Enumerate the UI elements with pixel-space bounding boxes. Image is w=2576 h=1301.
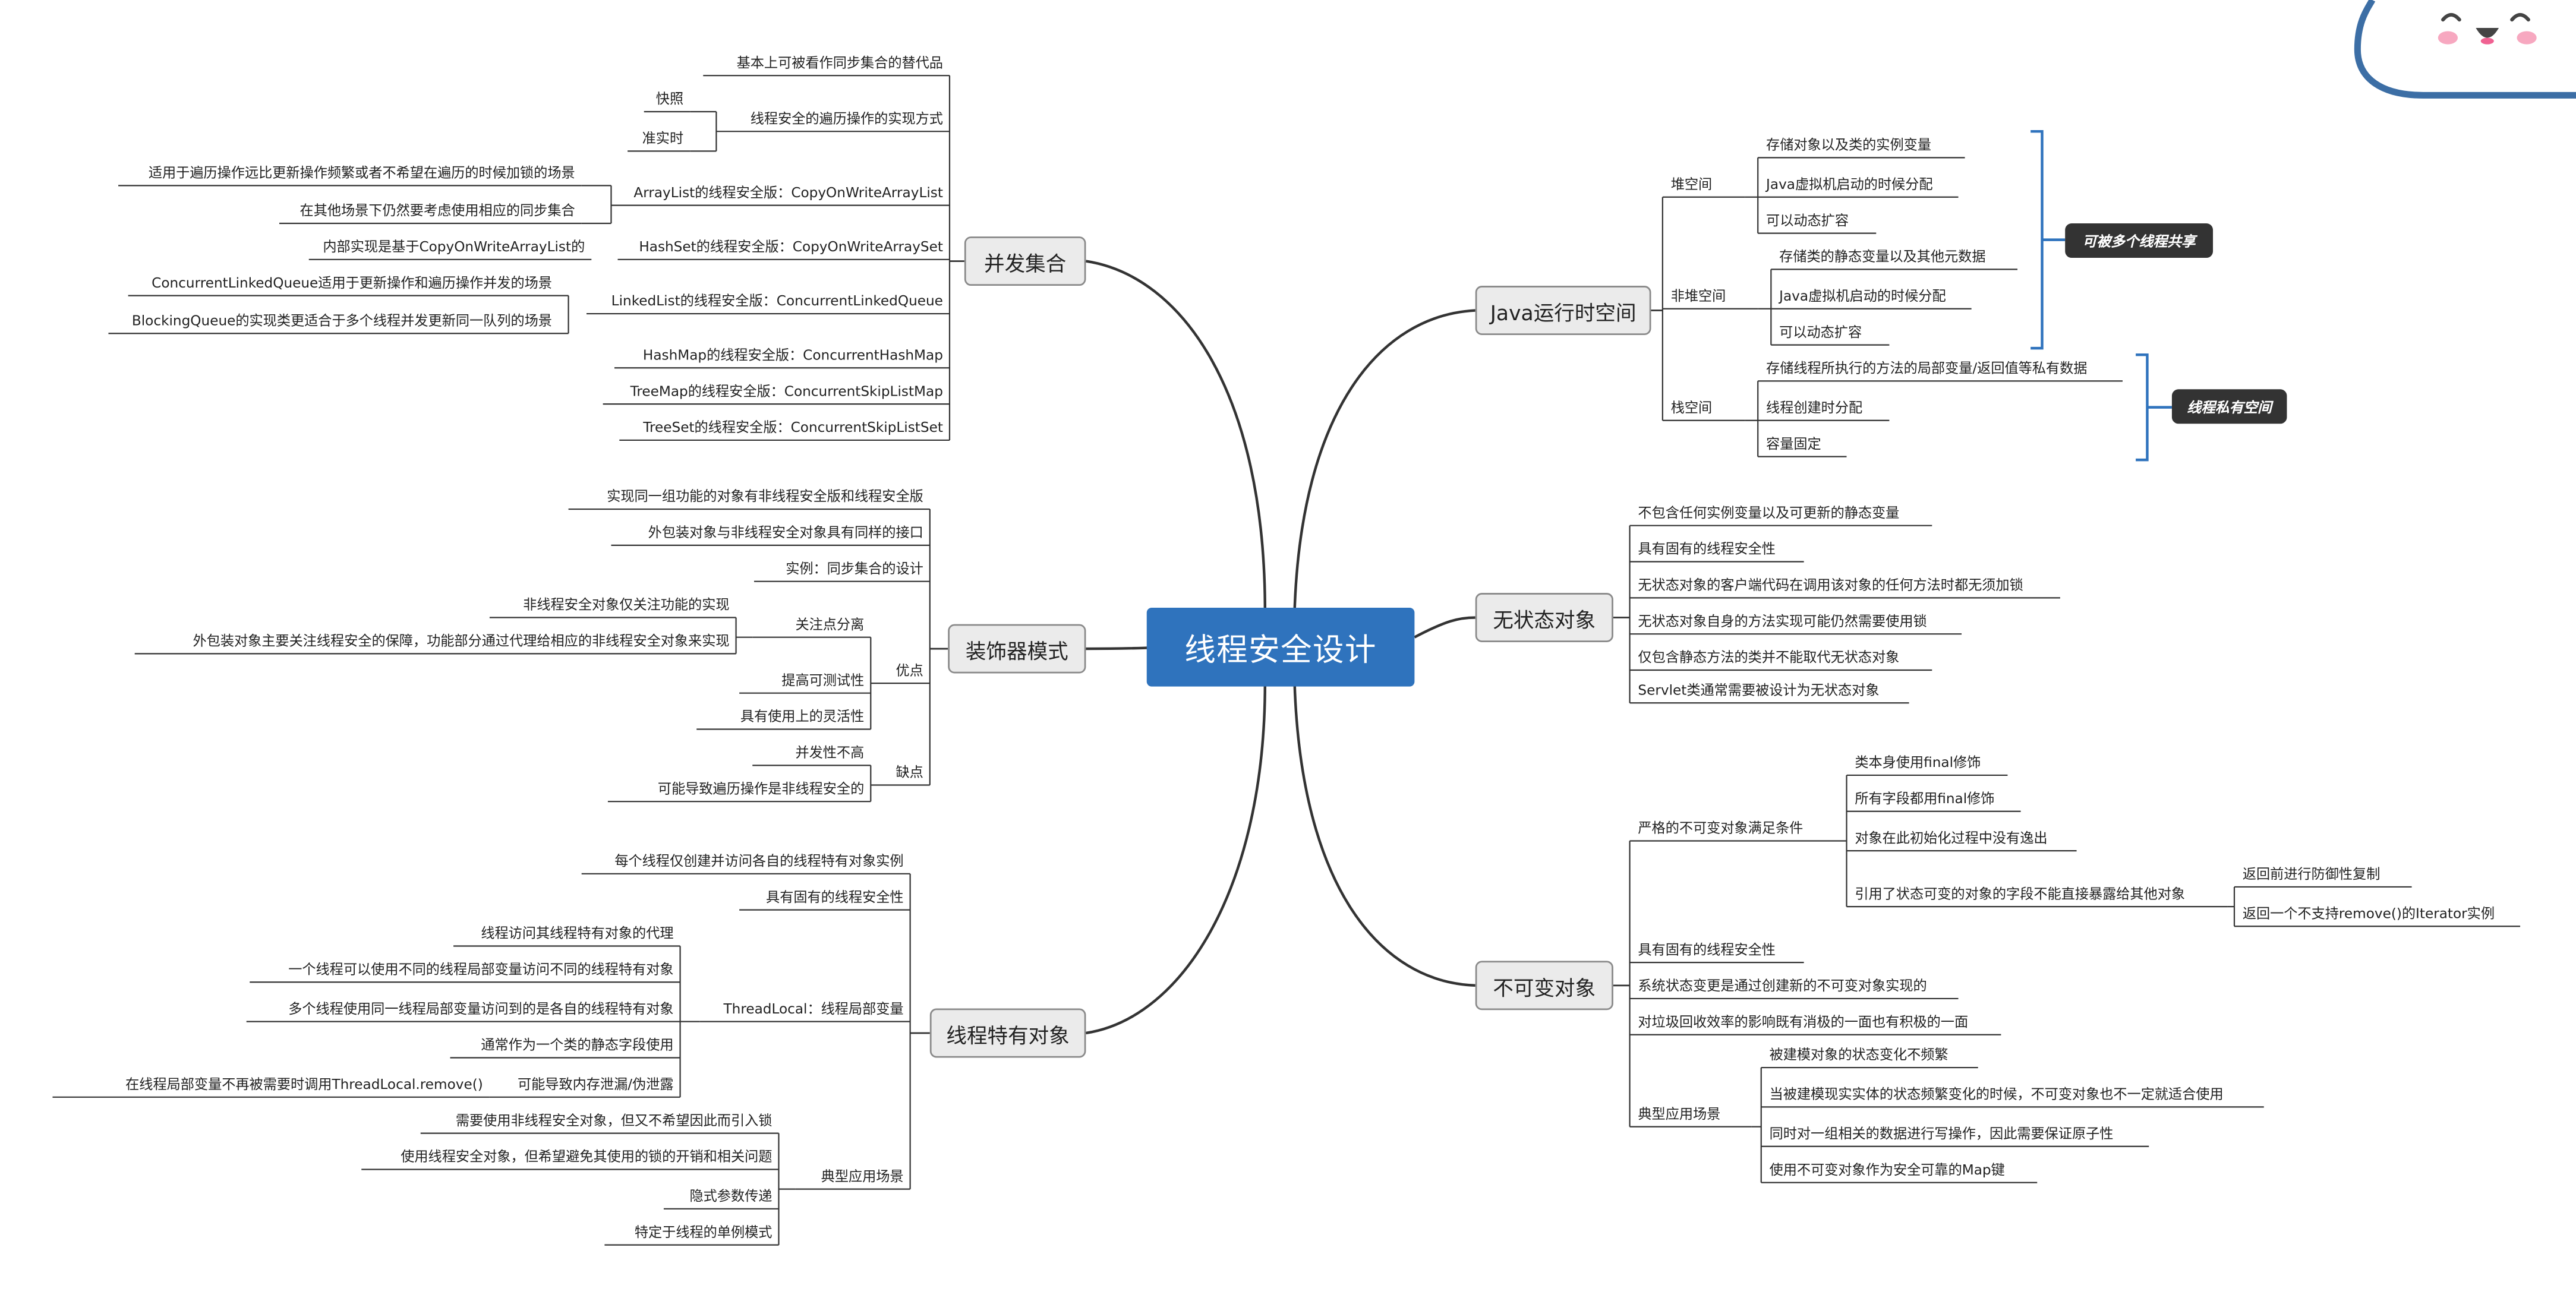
branch-connector <box>1414 616 1475 639</box>
topic-label[interactable]: 并发性不高 <box>795 744 865 761</box>
topic-label[interactable]: 准实时 <box>642 130 684 147</box>
topic-label[interactable]: 容量固定 <box>1766 435 1821 452</box>
topic-label[interactable]: 外包装对象与非线程安全对象具有同样的接口 <box>648 523 923 541</box>
topic-label[interactable]: 使用不可变对象作为安全可靠的Map键 <box>1769 1161 2005 1178</box>
branch-connector <box>1293 309 1475 611</box>
topic-label[interactable]: 关注点分离 <box>795 615 865 633</box>
topic-label[interactable]: 系统状态变更是通过创建新的不可变对象实现的 <box>1638 977 1927 994</box>
topic-label[interactable]: 存储类的静态变量以及其他元数据 <box>1779 248 1986 265</box>
branch-immutable-object[interactable]: 不可变对象 <box>1475 961 1613 1011</box>
topic-label[interactable]: 非堆空间 <box>1670 287 1726 304</box>
topic-label[interactable]: 一个线程可以使用不同的线程局部变量访问不同的线程特有对象 <box>288 961 674 977</box>
branch-thread-specific-object[interactable]: 线程特有对象 <box>929 1008 1086 1058</box>
topic-label[interactable]: 当被建模现实实体的状态频繁变化的时候，不可变对象也不一定就适合使用 <box>1769 1085 2224 1103</box>
tag-private: 线程私有空间 <box>2171 389 2287 424</box>
topic-label[interactable]: TreeMap的线程安全版：ConcurrentSkipListMap <box>630 383 943 399</box>
topic-label[interactable]: 通常作为一个类的静态字段使用 <box>481 1036 674 1053</box>
topic-label[interactable]: 具有固有的线程安全性 <box>766 888 904 905</box>
mascot-cloud-icon <box>2354 0 2576 99</box>
topic-label[interactable]: 缺点 <box>896 763 923 781</box>
topic-label[interactable]: 基本上可被看作同步集合的替代品 <box>736 54 943 71</box>
topic-label[interactable]: 无状态对象的客户端代码在调用该对象的任何方法时都无须加锁 <box>1638 576 2023 593</box>
topic-label[interactable]: 严格的不可变对象满足条件 <box>1638 819 1803 836</box>
topic-label[interactable]: ConcurrentLinkedQueue适用于更新操作和遍历操作并发的场景 <box>152 274 552 291</box>
topic-label[interactable]: 快照 <box>655 90 684 107</box>
topic-label[interactable]: 引用了状态可变的对象的字段不能直接暴露给其他对象 <box>1855 885 2186 902</box>
topic-label[interactable]: 实例：同步集合的设计 <box>786 560 923 577</box>
topic-label[interactable]: 线程访问其线程特有对象的代理 <box>481 924 674 942</box>
topic-label[interactable]: 隐式参数传递 <box>689 1187 773 1204</box>
topic-label[interactable]: 不包含任何实例变量以及可更新的静态变量 <box>1638 504 1900 521</box>
branch-decorator-pattern[interactable]: 装饰器模式 <box>948 624 1086 674</box>
topic-label[interactable]: TreeSet的线程安全版：ConcurrentSkipListSet <box>643 418 943 435</box>
branch-connector <box>2030 130 2044 350</box>
topic-label[interactable]: LinkedList的线程安全版：ConcurrentLinkedQueue <box>611 292 943 309</box>
topic-label[interactable]: 每个线程仅创建并访问各自的线程特有对象实例 <box>614 852 904 869</box>
topic-label[interactable]: 需要使用非线程安全对象，但又不希望因此而引入锁 <box>455 1111 773 1129</box>
topic-label[interactable]: Java虚拟机启动的时候分配 <box>1779 287 1946 304</box>
topic-label[interactable]: 被建模对象的状态变化不频繁 <box>1769 1046 1948 1063</box>
branch-connector <box>1086 683 1267 1035</box>
topic-label[interactable]: 典型应用场景 <box>821 1167 904 1185</box>
topic-label[interactable]: 可以动态扩容 <box>1766 211 1849 229</box>
topic-label[interactable]: BlockingQueue的实现类更适合于多个线程并发更新同一队列的场景 <box>131 312 552 329</box>
topic-label[interactable]: 对垃圾回收效率的影响既有消极的一面也有积极的一面 <box>1638 1013 1969 1030</box>
topic-label[interactable]: 存储对象以及类的实例变量 <box>1766 136 1931 153</box>
topic-label[interactable]: 多个线程使用同一线程局部变量访问到的是各自的线程特有对象 <box>288 1000 674 1017</box>
topic-label[interactable]: Servlet类通常需要被设计为无状态对象 <box>1638 681 1880 698</box>
topic-label[interactable]: 栈空间 <box>1670 399 1713 416</box>
branch-java-runtime-space[interactable]: Java运行时空间 <box>1475 286 1651 335</box>
topic-label[interactable]: 实现同一组功能的对象有非线程安全版和线程安全版 <box>607 488 923 504</box>
topic-label[interactable]: 适用于遍历操作远比更新操作频繁或者不希望在遍历的时候加锁的场景 <box>148 164 575 181</box>
topic-label[interactable]: 具有固有的线程安全性 <box>1638 941 1776 958</box>
branch-connector <box>1293 683 1475 987</box>
topic-label[interactable]: 优点 <box>896 662 923 678</box>
topic-label[interactable]: 仅包含静态方法的类并不能取代无状态对象 <box>1638 649 1900 665</box>
branch-connector <box>2136 353 2149 462</box>
topic-label[interactable]: 对象在此初始化过程中没有逸出 <box>1855 829 2048 846</box>
topic-label[interactable]: Java虚拟机启动的时候分配 <box>1766 175 1933 192</box>
topic-label[interactable]: 存储线程所执行的方法的局部变量/返回值等私有数据 <box>1766 359 2088 377</box>
branch-connector <box>1086 260 1267 611</box>
branch-concurrent-collections[interactable]: 并发集合 <box>964 236 1086 286</box>
topic-label[interactable]: HashMap的线程安全版：ConcurrentHashMap <box>642 346 943 363</box>
topic-label[interactable]: 无状态对象自身的方法实现可能仍然需要使用锁 <box>1638 612 1927 629</box>
topic-label[interactable]: 典型应用场景 <box>1638 1105 1721 1122</box>
topic-label[interactable]: 同时对一组相关的数据进行写操作，因此需要保证原子性 <box>1769 1125 2114 1142</box>
topic-label[interactable]: 非线程安全对象仅关注功能的实现 <box>523 596 730 613</box>
topic-label[interactable]: 线程创建时分配 <box>1766 399 1863 416</box>
topic-label[interactable]: 类本身使用final修饰 <box>1855 753 1981 771</box>
topic-label[interactable]: ArrayList的线程安全版：CopyOnWriteArrayList <box>633 184 943 201</box>
topic-label[interactable]: 可能导致遍历操作是非线程安全的 <box>657 780 865 797</box>
topic-label[interactable]: 在线程局部变量不再被需要时调用ThreadLocal.remove() <box>125 1075 483 1092</box>
topic-label[interactable]: 堆空间 <box>1670 175 1713 192</box>
topic-label[interactable]: 在其他场景下仍然要考虑使用相应的同步集合 <box>299 202 575 219</box>
topic-label[interactable]: 使用线程安全对象，但希望避免其使用的锁的开销和相关问题 <box>401 1148 773 1165</box>
topic-label[interactable]: 内部实现是基于CopyOnWriteArrayList的 <box>323 238 585 255</box>
topic-label[interactable]: HashSet的线程安全版：CopyOnWriteArraySet <box>639 238 943 255</box>
root-topic[interactable]: 线程安全设计 <box>1146 607 1415 687</box>
topic-label[interactable]: ThreadLocal：线程局部变量 <box>723 1000 904 1017</box>
topic-label[interactable]: 线程安全的遍历操作的实现方式 <box>750 110 943 127</box>
topic-label[interactable]: 特定于线程的单例模式 <box>634 1223 773 1240</box>
tag-shared: 可被多个线程共享 <box>2065 223 2214 258</box>
topic-label[interactable]: 具有使用上的灵活性 <box>740 708 865 725</box>
topic-label[interactable]: 返回前进行防御性复制 <box>2242 865 2380 882</box>
topic-label[interactable]: 外包装对象主要关注线程安全的保障，功能部分通过代理给相应的非线程安全对象来实现 <box>193 632 730 649</box>
topic-label[interactable]: 具有固有的线程安全性 <box>1638 540 1776 557</box>
topic-label[interactable]: 可能导致内存泄漏/伪泄露 <box>518 1075 674 1092</box>
topic-label[interactable]: 返回一个不支持remove()的Iterator实例 <box>2242 905 2495 921</box>
topic-label[interactable]: 可以动态扩容 <box>1779 323 1862 340</box>
topic-label[interactable]: 所有字段都用final修饰 <box>1855 790 1995 807</box>
branch-stateless-object[interactable]: 无状态对象 <box>1475 593 1613 642</box>
topic-label[interactable]: 提高可测试性 <box>781 671 865 689</box>
